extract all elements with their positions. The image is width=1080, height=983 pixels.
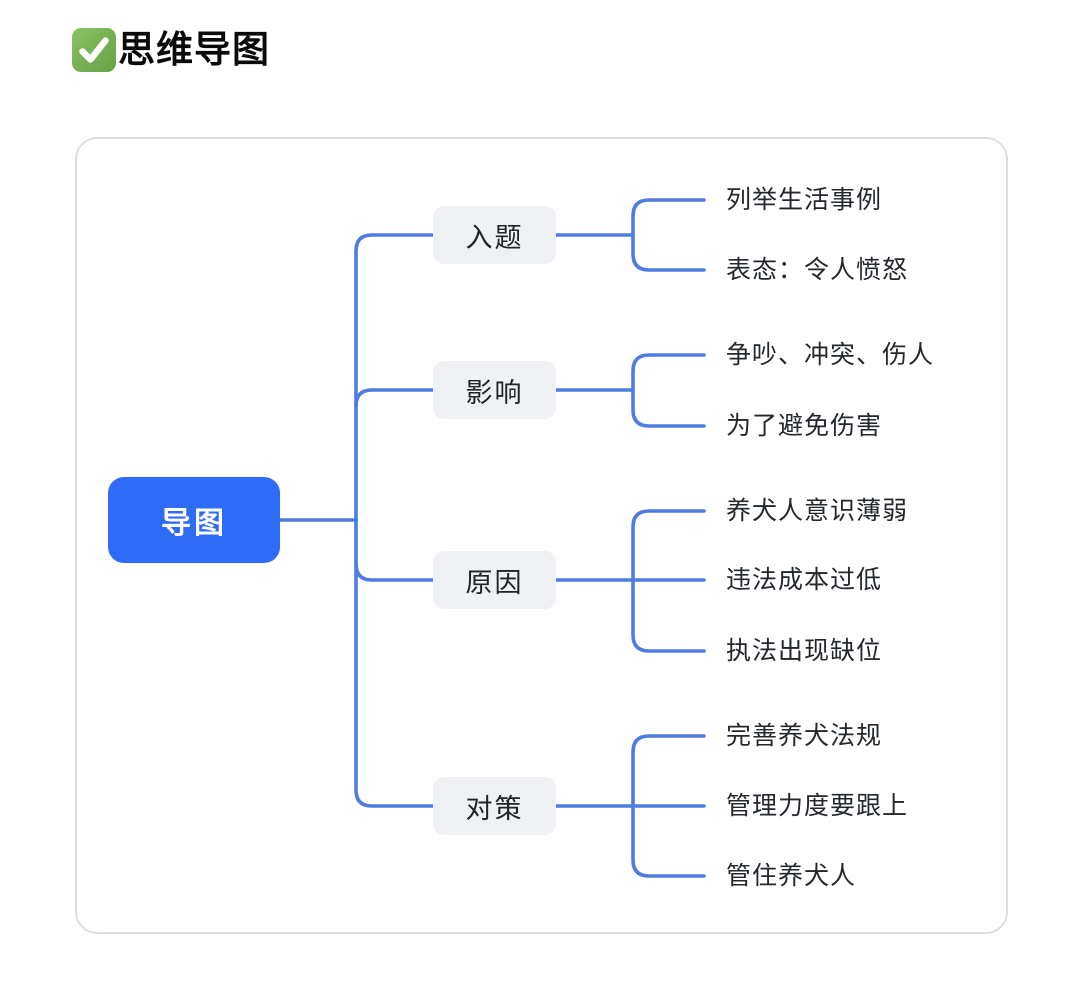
leaf-item: 完善养犬法规 <box>726 722 883 750</box>
leaf-item: 为了避免伤害 <box>726 412 883 440</box>
branch-node-cause: 原因 <box>433 551 556 609</box>
leaf-item: 争吵、冲突、伤人 <box>726 341 935 369</box>
leaf-item: 表态：令人愤怒 <box>726 256 909 284</box>
leaf-item: 列举生活事例 <box>726 186 883 214</box>
leaf-item: 养犬人意识薄弱 <box>726 497 909 525</box>
page-title: 思维导图 <box>118 29 270 70</box>
branch-node-impact: 影响 <box>433 361 556 419</box>
page-header: 思维导图 <box>72 28 270 72</box>
leaf-item: 管住养犬人 <box>726 862 857 890</box>
leaf-item: 违法成本过低 <box>726 566 883 594</box>
leaf-item: 管理力度要跟上 <box>726 792 909 820</box>
check-mark-emoji-icon <box>72 28 116 72</box>
leaf-item: 执法出现缺位 <box>726 637 883 665</box>
root-node: 导图 <box>108 477 280 563</box>
branch-node-solution: 对策 <box>433 777 556 835</box>
branch-node-intro: 入题 <box>433 206 556 264</box>
